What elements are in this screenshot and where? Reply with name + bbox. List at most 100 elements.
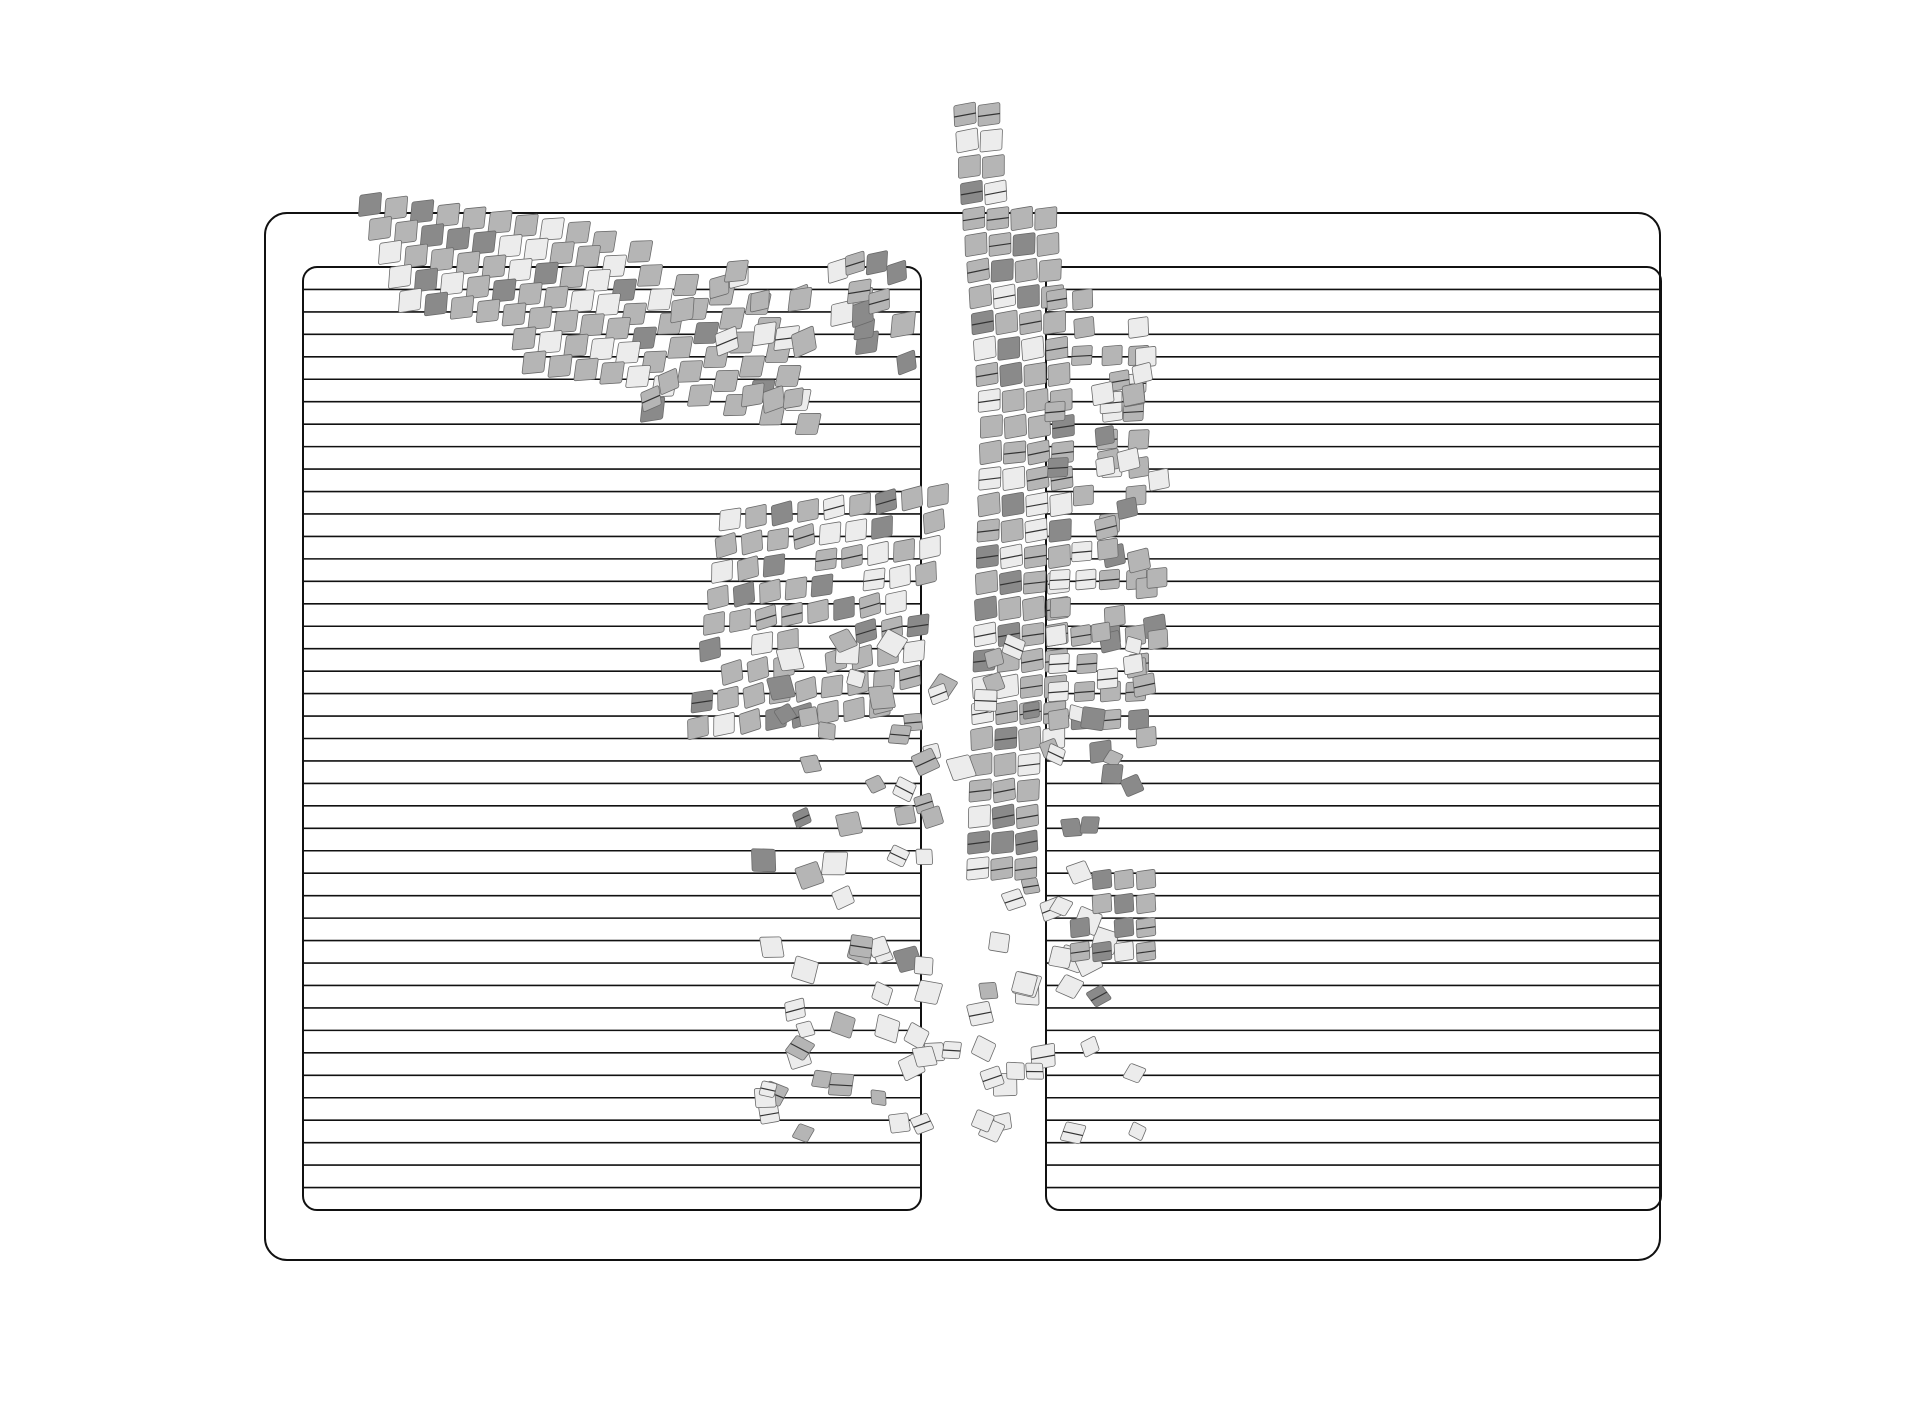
tile-fragment [1001, 888, 1027, 911]
tile-fragment [750, 289, 770, 313]
tile-face [625, 364, 651, 388]
tile-fragment [543, 285, 569, 310]
tile-line-mark [915, 757, 937, 768]
tile-fragment [785, 1035, 815, 1061]
tile-fragment [1122, 653, 1144, 676]
tile-face [1091, 869, 1113, 891]
tile-fragment [559, 265, 585, 289]
tile-line-mark [845, 260, 865, 268]
tile-fragment [966, 257, 990, 284]
tile-fragment [998, 569, 1023, 596]
tile-fragment [1071, 345, 1093, 366]
tile-face [670, 296, 695, 324]
tile-face [750, 289, 770, 313]
tile-fragment [876, 629, 908, 658]
tile-fragment [1080, 1035, 1100, 1058]
tile-fragment [461, 206, 487, 231]
tile-fragment [667, 336, 694, 359]
tile-fragment [738, 708, 762, 735]
tile-fragment [988, 232, 1012, 257]
tile-line-mark [954, 112, 976, 118]
tile-fragment [549, 241, 575, 265]
tile-line-mark [1123, 410, 1144, 414]
tile-fragment [901, 485, 923, 512]
tile-face [998, 596, 1022, 621]
tile-fragment [1002, 466, 1026, 491]
tile-fragment [1101, 344, 1123, 367]
tile-face [871, 515, 893, 540]
tile-face [429, 247, 455, 272]
tile-fragment [475, 298, 501, 323]
tile-line-mark [1070, 950, 1090, 954]
tile-fragment [892, 776, 917, 803]
tile-fragment [762, 385, 785, 414]
tile-fragment [1047, 362, 1071, 387]
tile-fragment [1025, 491, 1049, 518]
tile-fragment [714, 326, 739, 357]
tile-fragment [1120, 774, 1145, 797]
tile-face [994, 309, 1019, 336]
tile-face [867, 541, 889, 566]
tile-fragment [885, 590, 907, 615]
tile-fragment [849, 492, 871, 517]
tile-fragment [823, 494, 845, 521]
tile-fragment [997, 336, 1021, 361]
tile-fragment [358, 192, 382, 217]
tile-fragment [919, 535, 941, 560]
tile-line-mark [984, 190, 1007, 196]
tile-face [599, 361, 625, 385]
tile-line-mark [1052, 424, 1075, 430]
tile-line-mark [793, 533, 815, 541]
tile-face [1073, 484, 1094, 507]
tile-line-mark [1048, 662, 1070, 666]
tile-fragment [435, 202, 461, 227]
tile-line-mark [1074, 690, 1095, 694]
tile-face [732, 581, 756, 608]
tile-fragment [1044, 400, 1066, 423]
tile-fragment [1016, 778, 1040, 803]
tile-face [1095, 456, 1116, 477]
tile-fragment [999, 543, 1024, 570]
tile-face [1116, 496, 1138, 520]
tile-fragment [742, 682, 766, 709]
tile-face [1113, 869, 1135, 891]
tile-fragment [797, 498, 819, 523]
tile-face [1047, 708, 1070, 731]
tile-fragment [1022, 595, 1046, 622]
tile-fragment [975, 361, 999, 387]
tile-fragment [507, 258, 533, 282]
tile-face [563, 333, 589, 358]
tile-fragment [774, 365, 802, 387]
tile-face [424, 291, 449, 317]
tile-fragment [992, 283, 1017, 310]
tile-fragment [414, 267, 439, 293]
notebook-outer-frame [264, 212, 1661, 1261]
tile-line-mark [1047, 466, 1068, 470]
tile-fragment [791, 955, 819, 985]
tile-fragment [983, 179, 1008, 206]
tile-fragment [745, 503, 767, 529]
tile-fragment [927, 683, 949, 705]
tile-fragment [835, 811, 863, 837]
tile-line-mark [999, 580, 1022, 586]
tile-face [1080, 1035, 1100, 1058]
tile-fragment [1047, 457, 1069, 478]
tile-face [821, 851, 849, 876]
tile-face [565, 220, 591, 244]
tile-fragment [960, 179, 984, 205]
tile-fragment [962, 206, 986, 231]
tile-line-mark [829, 1083, 853, 1087]
tile-face [1022, 595, 1046, 622]
tile-fragment [791, 325, 817, 359]
tile-fragment [973, 621, 997, 648]
tile-fragment [1091, 893, 1113, 915]
tile-face [1011, 971, 1038, 997]
tile-fragment [699, 636, 721, 663]
tile-face [1124, 636, 1143, 655]
tile-fragment [1091, 381, 1115, 406]
tile-line-mark [1045, 346, 1068, 352]
tile-fragment [1132, 672, 1157, 698]
tile-fragment [1069, 917, 1091, 939]
tile-face [647, 288, 674, 311]
tile-fragment [1122, 1063, 1147, 1083]
